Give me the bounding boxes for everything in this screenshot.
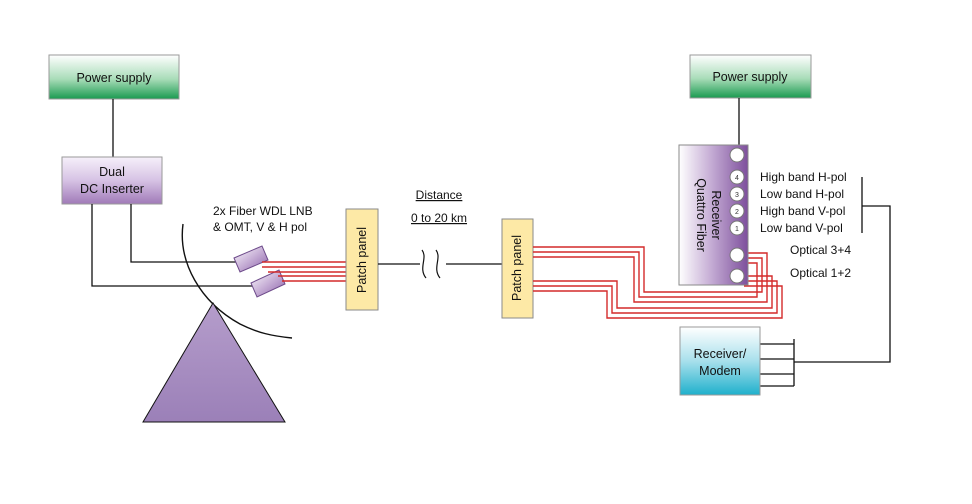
port-3-number: 3: [735, 192, 739, 199]
port-1-label: Low band V-pol: [760, 221, 843, 235]
receiver-feed-bracket: [760, 177, 891, 387]
port-2-label: High band V-pol: [760, 204, 845, 218]
port-3-connector: [729, 186, 745, 202]
port-4-connector: [729, 169, 745, 185]
port-1-connector: [729, 220, 745, 236]
dish-reflector: [181, 223, 293, 339]
optical-34-port: [729, 247, 745, 263]
port-1-number: 1: [735, 226, 739, 233]
quattro-label-line2: Receiver: [709, 190, 723, 239]
lnb-label-line2: & OMT, V & H pol: [213, 220, 307, 234]
power-supply-right: Power supply: [689, 54, 812, 99]
patch-panel-left-label: Patch panel: [355, 227, 369, 293]
receiver-label-line1: Receiver/: [694, 347, 747, 361]
patch-panel-left: Patch panel: [345, 208, 379, 311]
distance-title: Distance: [416, 188, 463, 202]
receiver-modem: Receiver/ Modem: [679, 326, 761, 396]
fiber-patch-to-quattro: [533, 246, 783, 319]
port-4-number: 4: [735, 175, 739, 182]
dish-base: [142, 302, 286, 423]
optical-12-label: Optical 1+2: [790, 266, 851, 280]
power-supply-left: Power supply: [48, 54, 180, 100]
distance-break-mark: [421, 249, 441, 279]
dc-inserter-label-line2: DC Inserter: [80, 182, 144, 196]
power-supply-left-label: Power supply: [76, 71, 152, 85]
port-4-label: High band H-pol: [760, 170, 847, 184]
lnb-cable-lower: [91, 204, 262, 287]
port-3-label: Low band H-pol: [760, 187, 844, 201]
lnb-cable-upper: [130, 204, 250, 263]
dual-dc-inserter: Dual DC Inserter: [61, 156, 163, 205]
lnb-label-line1: 2x Fiber WDL LNB: [213, 204, 313, 218]
fiber-lnb-upper: [233, 245, 269, 273]
power-supply-right-label: Power supply: [712, 70, 788, 84]
patch-panel-right: Patch panel: [501, 218, 534, 319]
distance-value: 0 to 20 km: [411, 211, 467, 225]
fiber-lnb-lower: [250, 269, 286, 298]
port-2-connector: [729, 203, 745, 219]
patch-panel-right-label: Patch panel: [510, 235, 524, 301]
receiver-label-line2: Modem: [699, 364, 741, 378]
quattro-fiber-receiver: Quattro Fiber Receiver 4 3 2 1: [678, 144, 749, 286]
dc-inserter-label-line1: Dual: [99, 165, 125, 179]
quattro-label-line1: Quattro Fiber: [694, 178, 708, 252]
optical-12-port: [729, 268, 745, 284]
fiber-lnb-to-patch: [262, 261, 346, 282]
optical-34-label: Optical 3+4: [790, 243, 851, 257]
port-2-number: 2: [735, 209, 739, 216]
quattro-power-port: [729, 147, 745, 163]
